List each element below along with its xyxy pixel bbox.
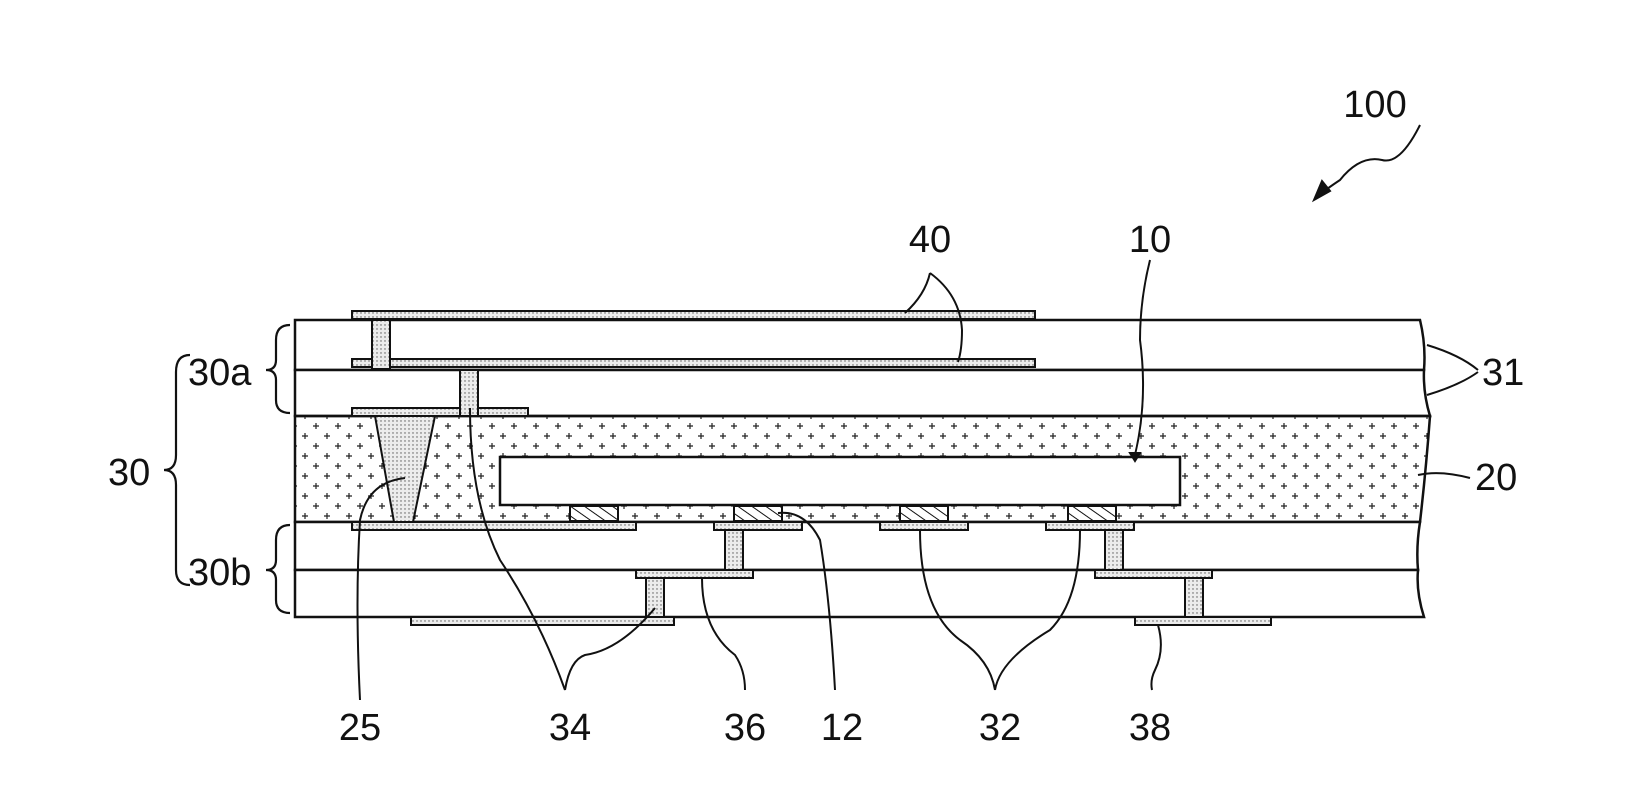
label-30a: 30a (188, 352, 252, 394)
label-34: 34 (549, 707, 591, 749)
leader-40a (905, 273, 930, 313)
lower-pad-4 (1046, 522, 1134, 530)
lower-pad-left (352, 522, 636, 530)
label-30b: 30b (188, 552, 251, 594)
arrowhead-100 (1314, 181, 1330, 200)
lower-pad-3 (880, 522, 968, 530)
lower-layer-bottom (295, 570, 1424, 617)
top-wiring-pattern (352, 311, 1035, 319)
label-31: 31 (1482, 352, 1524, 394)
mid-pad-left (636, 570, 753, 578)
brace-30b (266, 525, 290, 613)
lower-via-2 (1105, 530, 1123, 570)
label-25: 25 (339, 707, 381, 749)
bottom-pad-left (411, 617, 674, 625)
label-36: 36 (724, 707, 766, 749)
label-30: 30 (108, 452, 150, 494)
brace-30 (164, 355, 190, 585)
label-10: 10 (1129, 219, 1171, 261)
bottom-pad-right (1135, 617, 1271, 625)
chip-bump-2 (734, 506, 782, 521)
label-100: 100 (1343, 84, 1406, 126)
lower-via-4 (1185, 578, 1203, 617)
label-38: 38 (1129, 707, 1171, 749)
leader-100 (1318, 125, 1420, 196)
lower-via-3 (646, 578, 664, 617)
label-32: 32 (979, 707, 1021, 749)
label-12: 12 (821, 707, 863, 749)
label-40: 40 (909, 219, 951, 261)
upper-via-2 (460, 370, 478, 416)
chip-bump-1 (570, 506, 618, 521)
inner-wiring-pattern (352, 359, 1035, 367)
upper-pad-left (352, 408, 528, 416)
leader-38 (1151, 625, 1160, 690)
lower-pad-2 (714, 522, 802, 530)
chip-bump-4 (1068, 506, 1116, 521)
lower-via-1 (725, 530, 743, 570)
mid-pad-right (1095, 570, 1212, 578)
semiconductor-chip (500, 457, 1180, 505)
label-20: 20 (1475, 457, 1517, 499)
leader-31a (1427, 345, 1478, 370)
chip-bump-3 (900, 506, 948, 521)
leader-31b (1427, 372, 1478, 395)
brace-30a (266, 325, 290, 413)
upper-via-1 (372, 320, 390, 369)
